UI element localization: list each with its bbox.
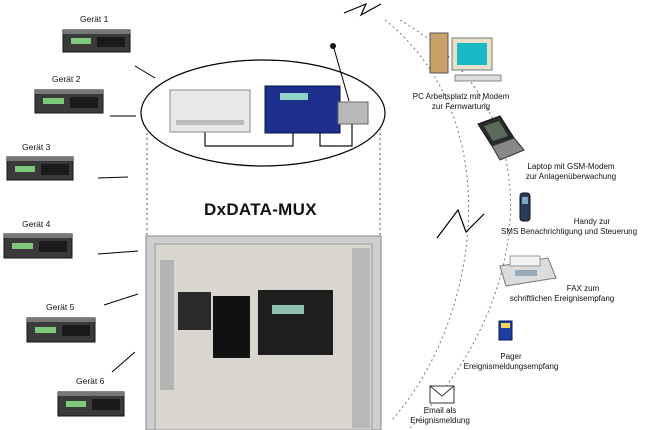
device-label-geraet-3: Gerät 3: [22, 142, 51, 152]
fax-icon: [499, 255, 557, 287]
diagram-title: DxDATA-MUX: [204, 200, 317, 219]
envelope-icon: [429, 385, 455, 404]
target-fax-line2: schriftlichen Ereignisempfang: [509, 293, 615, 303]
device-geraet-4-icon: [3, 233, 73, 259]
target-email-line1: Email als: [423, 406, 457, 415]
pager-icon: [498, 320, 513, 341]
connector-geraet-3: [97, 176, 129, 179]
target-mobile-line1: Handy zur: [573, 217, 611, 226]
antenna-cable: [332, 44, 350, 102]
target-label-mobile: Handy zur SMS Benachrichtigung und Steue…: [490, 217, 648, 236]
target-label-laptop: Laptop mit GSM-Modem zur Anlagenüberwach…: [516, 162, 626, 181]
pc-icon: [429, 32, 502, 82]
target-pc-line1: PC Arbeitsplatz mit Modem: [412, 92, 510, 101]
target-pager-line2: Ereignismeldungsempfang: [463, 361, 559, 371]
connector-geraet-6: [111, 351, 136, 373]
device-geraet-3-icon: [6, 156, 74, 181]
cable-2: [319, 123, 353, 147]
target-fax-line1: FAX zum: [566, 284, 600, 293]
target-label-pager: Pager Ereignismeldungsempfang: [452, 352, 570, 371]
device-geraet-1-icon: [62, 29, 131, 53]
connector-geraet-4: [97, 250, 139, 255]
laptop-icon: [477, 115, 525, 161]
target-email-line2: Ereignismeldung: [410, 415, 470, 425]
lightning-mid-icon: [436, 208, 485, 239]
target-mobile-line2: SMS Benachrichtigung und Steuerung: [500, 226, 638, 236]
device-label-geraet-5: Gerät 5: [46, 302, 75, 312]
target-label-email: Email als Ereignismeldung: [402, 406, 478, 425]
lightning-top-icon: [343, 2, 382, 17]
mux-controller-icon: [264, 85, 341, 134]
connector-geraet-5: [103, 293, 139, 306]
device-geraet-5-icon: [26, 317, 96, 343]
target-label-pc: PC Arbeitsplatz mit Modem zur Fernwartun…: [407, 92, 515, 111]
device-label-geraet-4: Gerät 4: [22, 219, 51, 229]
mux-base-unit-icon: [169, 89, 251, 133]
connector-geraet-1: [134, 65, 156, 79]
target-laptop-line2: zur Anlagenüberwachung: [525, 171, 617, 181]
antenna-icon: [330, 43, 336, 49]
device-geraet-6-icon: [57, 391, 125, 417]
target-label-fax: FAX zum schriftlichen Ereignisempfang: [500, 284, 624, 303]
mobile-phone-icon: [519, 192, 531, 222]
device-label-geraet-6: Gerät 6: [76, 376, 105, 386]
device-label-geraet-1: Gerät 1: [80, 14, 109, 24]
gsm-modem-icon: [337, 101, 369, 125]
mux-enclosure-ellipse: [140, 59, 386, 167]
cable-1: [204, 130, 294, 147]
device-geraet-2-icon: [34, 89, 104, 114]
target-laptop-line1: Laptop mit GSM-Modem: [527, 162, 615, 171]
comm-arc-inner: [384, 19, 470, 421]
mux-cabinet-photo: [145, 235, 382, 430]
device-label-geraet-2: Gerät 2: [52, 74, 81, 84]
target-pager-line1: Pager: [500, 352, 522, 361]
target-pc-line2: zur Fernwartung: [431, 101, 491, 111]
